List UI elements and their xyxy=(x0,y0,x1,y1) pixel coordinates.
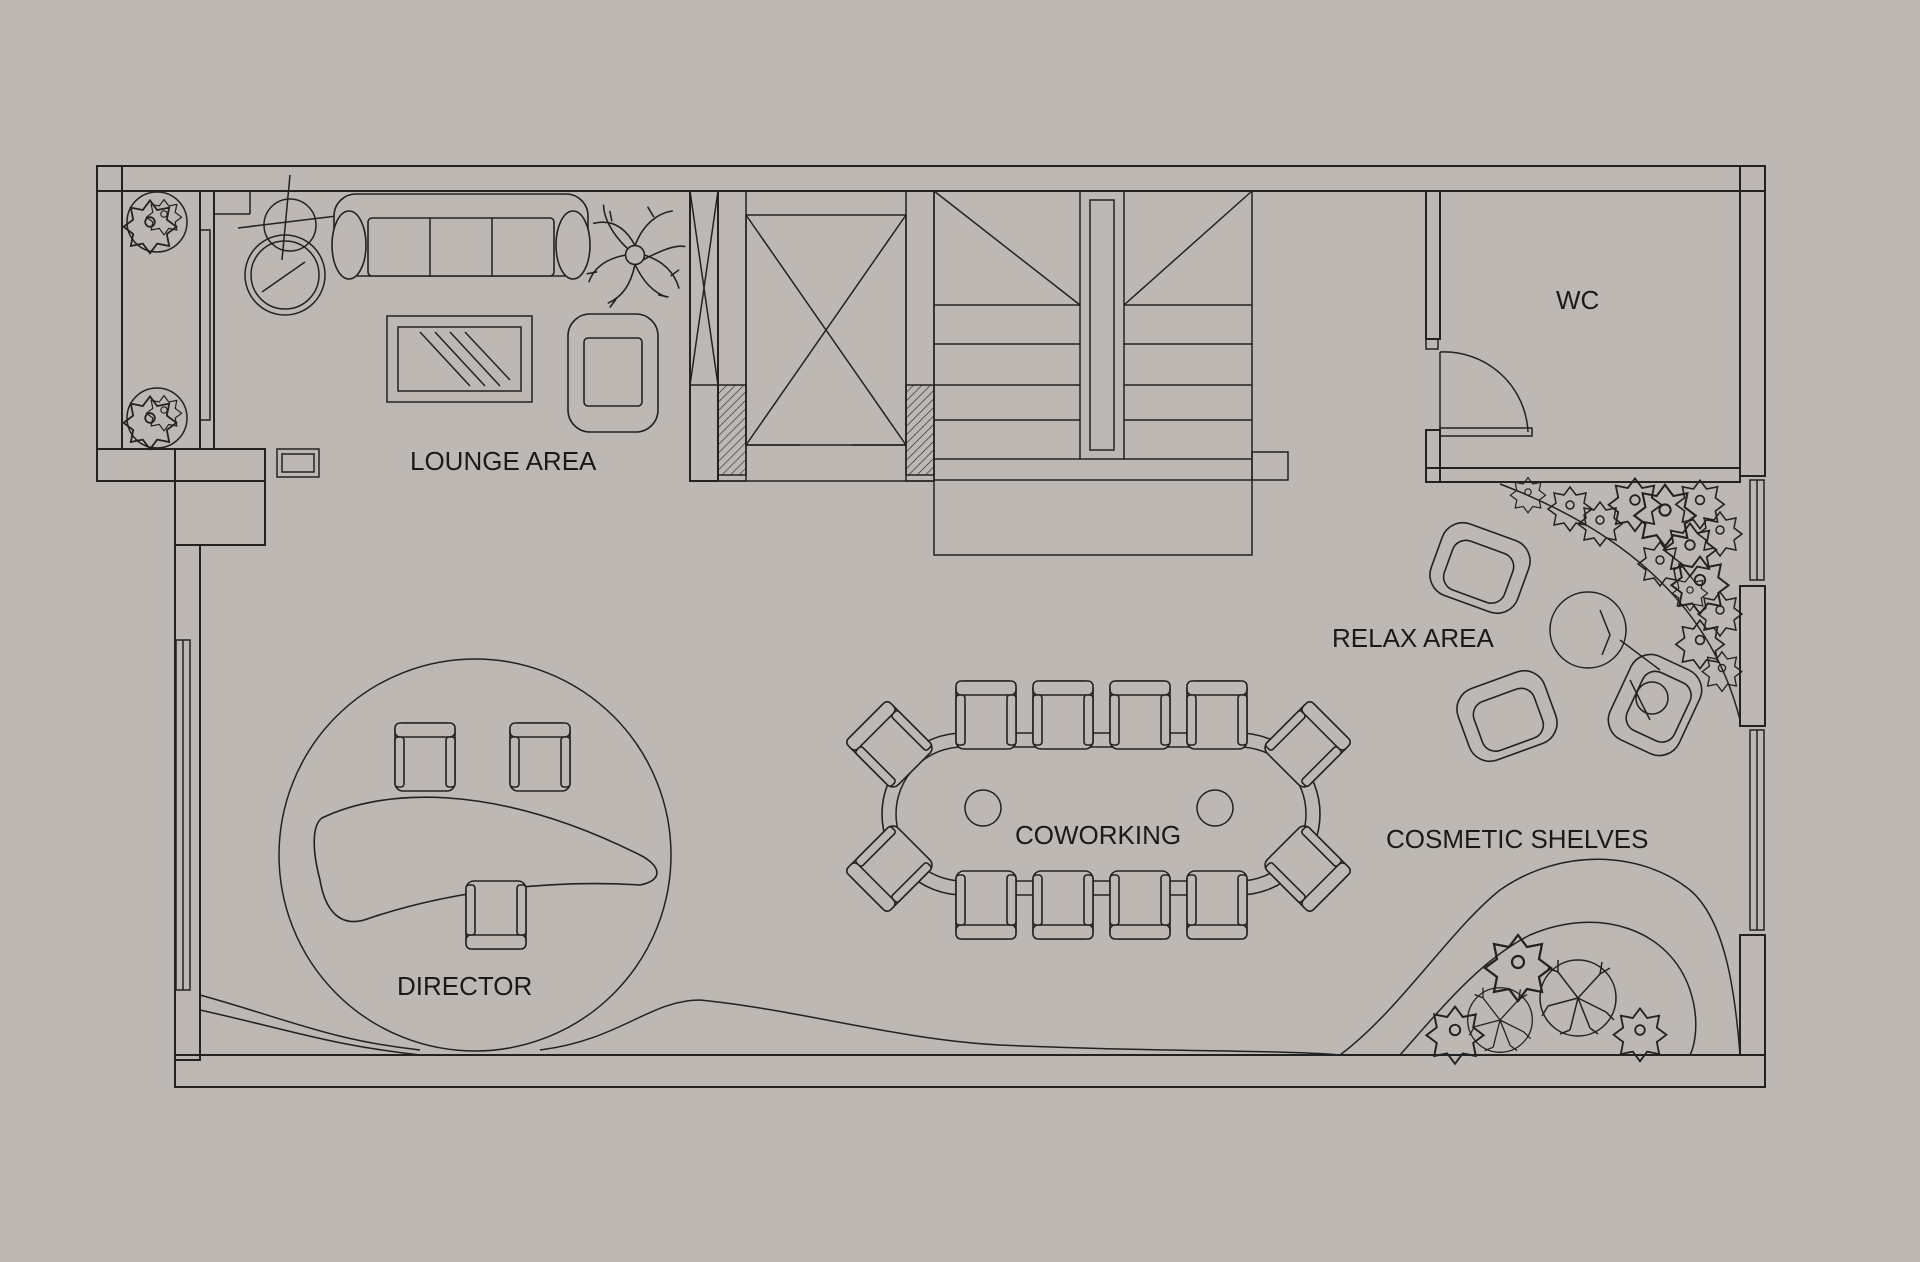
coworking-label: COWORKING xyxy=(1015,820,1181,850)
outer-walls xyxy=(96,165,1766,1088)
planter-box xyxy=(122,191,188,451)
director-office xyxy=(199,658,1341,1056)
lounge-area-label: LOUNGE AREA xyxy=(410,446,597,476)
cosmetic-shelves xyxy=(1339,858,1741,1065)
lift-and-stairs xyxy=(689,190,1289,556)
relax-area-label: RELAX AREA xyxy=(1332,623,1495,653)
wc-label: WC xyxy=(1556,285,1599,315)
coworking-table xyxy=(843,680,1354,940)
windows xyxy=(175,229,1765,991)
relax-furniture xyxy=(1422,477,1743,769)
director-label: DIRECTOR xyxy=(397,971,532,1001)
cosmetic-shelves-label: COSMETIC SHELVES xyxy=(1386,824,1648,854)
wc-room xyxy=(1425,190,1741,483)
lounge-furniture xyxy=(237,174,687,478)
